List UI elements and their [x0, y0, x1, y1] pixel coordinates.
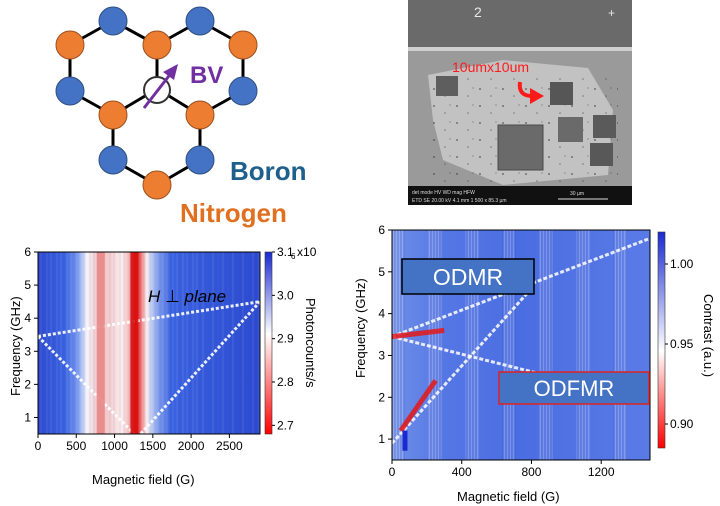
odfmr-label-box: [498, 371, 650, 405]
right-ytick-label: 5: [378, 265, 385, 279]
right-cb-tick-label: 0.95: [670, 337, 694, 351]
right-xtick-label: 1200: [588, 465, 615, 479]
odmr-label-box: [401, 258, 535, 295]
right-resonance-line: [392, 335, 650, 403]
nitrogen-atom: [228, 30, 258, 60]
left-ytick-label: 5: [24, 278, 31, 292]
left-cb-tick-label: 2.7: [277, 418, 294, 432]
right-xtick-label: 800: [521, 465, 541, 479]
left-ylabel: Frequency (GHz): [8, 296, 23, 396]
left-cb-tick-label: 2.9: [277, 332, 294, 346]
sem-pad: [550, 82, 573, 105]
sem-scalebar-label: 30 µm: [570, 191, 584, 197]
left-cb-label: Photoncounts/s: [303, 298, 318, 388]
boron-atom: [228, 76, 258, 106]
left-colorbar: [264, 251, 273, 435]
left-xtick-label: 500: [66, 439, 86, 453]
nitrogen-atom: [98, 100, 128, 130]
sem-arrow-icon: [517, 81, 533, 98]
sem-info-row1: det mode HV WD mag HFW: [412, 190, 475, 196]
nitrogen-atom: [55, 30, 85, 60]
left-cb-tick-label: 2.8: [277, 375, 294, 389]
right-cb-tick-label: 0.90: [670, 417, 694, 431]
right-ytick-label: 3: [378, 348, 385, 362]
right-cb-label: Contrast (a.u.): [701, 294, 716, 377]
left-xtick-label: 2000: [178, 439, 205, 453]
boron-atom: [98, 6, 128, 36]
right-resonance-line: [392, 287, 533, 445]
left-xtick-label: 1500: [139, 439, 166, 453]
left-ytick-label: 3: [24, 344, 31, 358]
right-ytick-label: 1: [378, 432, 385, 446]
right-cb-tick-label: 1.00: [670, 257, 694, 271]
spin-arrow-icon: [142, 64, 178, 109]
sem-top-region: [408, 0, 632, 50]
sem-image: 2 + 10umx10um det mode HV WD mag HFW ETD…: [408, 0, 632, 205]
heatmap-right: 0 400 800 1200 1 2 3 4 5 6 1.00 0.95 0.90 ODMR ODFM…: [353, 223, 716, 504]
nitrogen-atom: [142, 170, 172, 200]
right-ytick-label: 6: [378, 223, 385, 237]
sem-pad: [497, 124, 544, 171]
left-annotation: H ⊥ plane: [148, 287, 226, 306]
right-resonance-line: [398, 379, 438, 433]
sem-pad: [590, 143, 613, 166]
right-ytick-label: 4: [378, 307, 385, 321]
right-colorbar: [657, 231, 666, 449]
left-ytick-label: 1: [24, 410, 31, 424]
left-frame: [37, 251, 261, 435]
right-resonance-line: [392, 327, 445, 340]
svg-text:+: +: [608, 6, 615, 20]
sem-pad: [558, 117, 583, 142]
sem-top-mark: 2: [474, 4, 482, 20]
left-ytick-label: 2: [24, 377, 31, 391]
odmr-label: ODMR: [433, 264, 503, 290]
left-plot-area: [38, 252, 260, 434]
left-xtick-label: 0: [35, 439, 42, 453]
sem-pad: [436, 76, 458, 96]
left-resonance-line: [138, 300, 260, 434]
nitrogen-atom: [185, 100, 215, 130]
odfmr-label: ODFMR: [534, 376, 615, 401]
nitrogen-label: Nitrogen: [180, 198, 287, 228]
left-xtick-label: 2500: [216, 439, 243, 453]
left-resonance-line: [38, 300, 260, 338]
boron-atom: [98, 145, 128, 175]
left-cb-tick-label: 3.0: [277, 288, 294, 302]
boron-atom: [185, 145, 215, 175]
sem-info-bar: [408, 186, 632, 205]
sem-annotation: 10umx10um: [452, 59, 529, 75]
right-frame: [391, 229, 651, 461]
left-cb-exponent: 6: [291, 252, 296, 261]
left-ytick-label: 6: [24, 245, 31, 259]
left-photon-band: [130, 252, 139, 434]
right-xtick-label: 0: [389, 465, 396, 479]
left-xlabel: Magnetic field (G): [92, 472, 195, 487]
sem-info-row2: ETD SE 20.00 kV 4.1 mm 1 500 x 85.3 µm: [412, 198, 507, 204]
boron-label: Boron: [230, 156, 307, 186]
right-ylabel: Frequency (GHz): [353, 278, 368, 378]
left-photon-band: [96, 252, 105, 434]
sem-pad: [593, 115, 616, 138]
heatmap-left: 0 500 1000 1500 2000 2500 1 2 3 4 5 6 3.1 x10 3.0 2.9…: [8, 245, 318, 487]
right-blue-spot: [402, 430, 408, 451]
left-xtick-label: 1000: [101, 439, 128, 453]
boron-atom: [55, 76, 85, 106]
left-cb-tick-label: 3.1 x10: [277, 245, 317, 259]
boron-atom: [185, 6, 215, 36]
nitrogen-atom: [142, 30, 172, 60]
right-xlabel: Magnetic field (G): [457, 489, 560, 504]
left-ytick-label: 4: [24, 311, 31, 325]
left-resonance-line: [38, 335, 137, 434]
right-xtick-label: 400: [452, 465, 472, 479]
right-ytick-label: 2: [378, 390, 385, 404]
bv-label: BV: [190, 62, 223, 89]
lattice-diagram: BV Boron Nitrogen: [55, 6, 307, 228]
left-features: [38, 252, 260, 434]
